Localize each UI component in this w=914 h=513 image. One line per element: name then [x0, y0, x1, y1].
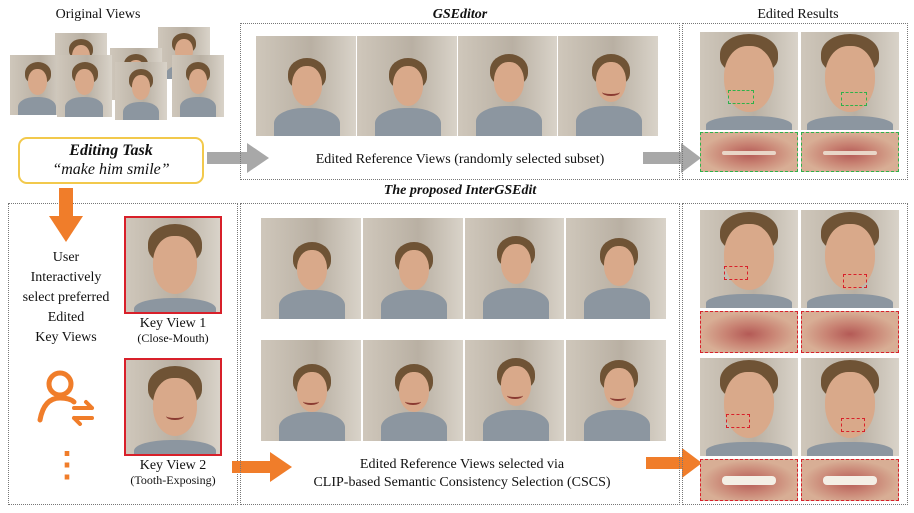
cscs-view-6: [363, 340, 463, 441]
key-view-2-mouth-crop-1: [700, 459, 798, 501]
gray-arrow-right-icon-2: [643, 143, 701, 173]
editing-task-title: Editing Task: [69, 142, 153, 159]
edited-results-panel-top: [682, 23, 908, 180]
gray-arrow-right-icon: [207, 143, 269, 173]
key-view-2-result-1: [700, 358, 798, 456]
arrow-right-icon-2: [646, 448, 702, 478]
key-view-1-name: Key View 1: [139, 316, 207, 331]
cscs-caption: Edited Reference Views selected via CLIP…: [272, 456, 652, 492]
user-instruction-line-2: Interactively: [30, 270, 102, 285]
proposed-method-title: The proposed InterGSEdit: [383, 183, 537, 198]
editing-task-box: Editing Task “make him smile”: [18, 137, 204, 184]
editing-task-prompt: “make him smile”: [52, 161, 170, 178]
key-view-2-desc: (Tooth-Exposing): [130, 473, 216, 488]
cscs-panel: [240, 203, 680, 505]
cscs-view-8: [566, 340, 666, 441]
arrow-down-icon: [49, 188, 83, 242]
user-selection-panel: [8, 203, 238, 505]
cscs-view-3: [465, 218, 564, 319]
user-instruction-line-5: Key Views: [35, 330, 97, 345]
cscs-view-4: [566, 218, 666, 319]
key-view-2-image[interactable]: [124, 358, 222, 456]
gseditor-result-1: [700, 32, 798, 130]
cscs-view-7: [465, 340, 564, 441]
user-instruction-line-1: User: [52, 250, 80, 265]
cscs-caption-line-1: Edited Reference Views selected via: [359, 457, 565, 472]
key-view-1-image[interactable]: [124, 216, 222, 314]
gseditor-title: GSEditor: [432, 7, 488, 22]
gseditor-panel: [240, 23, 680, 180]
original-view-5: [57, 55, 112, 117]
edited-results-label: Edited Results: [757, 7, 839, 22]
original-views-label: Original Views: [55, 7, 141, 22]
cscs-caption-line-2: CLIP-based Semantic Consistency Selectio…: [313, 475, 611, 490]
original-view-6: [115, 62, 167, 120]
cscs-view-1: [261, 218, 361, 319]
key-view-2-name: Key View 2: [139, 458, 207, 473]
gseditor-caption: Edited Reference Views (randomly selecte…: [315, 152, 605, 167]
key-view-2-label: Key View 2 (Tooth-Exposing): [114, 458, 232, 488]
gseditor-view-3: [458, 36, 557, 136]
key-view-1-mouth-crop-2: [801, 311, 899, 353]
gseditor-view-1: [256, 36, 356, 136]
original-view-7: [172, 55, 224, 117]
gseditor-mouth-crop-1: [700, 132, 798, 172]
key-view-2-result-2: [801, 358, 899, 456]
key-view-1-label: Key View 1 (Close-Mouth): [114, 316, 232, 346]
user-instruction-line-3: select preferred: [22, 290, 110, 305]
key-view-1-desc: (Close-Mouth): [137, 331, 209, 346]
more-options-ellipsis: ⋮: [50, 447, 84, 484]
gseditor-view-2: [357, 36, 457, 136]
cscs-view-2: [363, 218, 463, 319]
key-view-1-mouth-crop-1: [700, 311, 798, 353]
arrow-right-icon: [232, 452, 292, 482]
cscs-view-5: [261, 340, 361, 441]
gseditor-result-2: [801, 32, 899, 130]
key-view-1-result-1: [700, 210, 798, 308]
key-view-2-mouth-crop-2: [801, 459, 899, 501]
user-instruction-line-4: Edited: [47, 310, 85, 325]
user-switch-icon: [37, 370, 94, 426]
gseditor-mouth-crop-2: [801, 132, 899, 172]
user-instruction: User Interactively select preferred Edit…: [14, 248, 118, 348]
gseditor-view-4: [558, 36, 658, 136]
key-view-1-result-2: [801, 210, 899, 308]
original-view-4: [10, 55, 65, 115]
edited-results-panel-bottom: [682, 203, 908, 505]
